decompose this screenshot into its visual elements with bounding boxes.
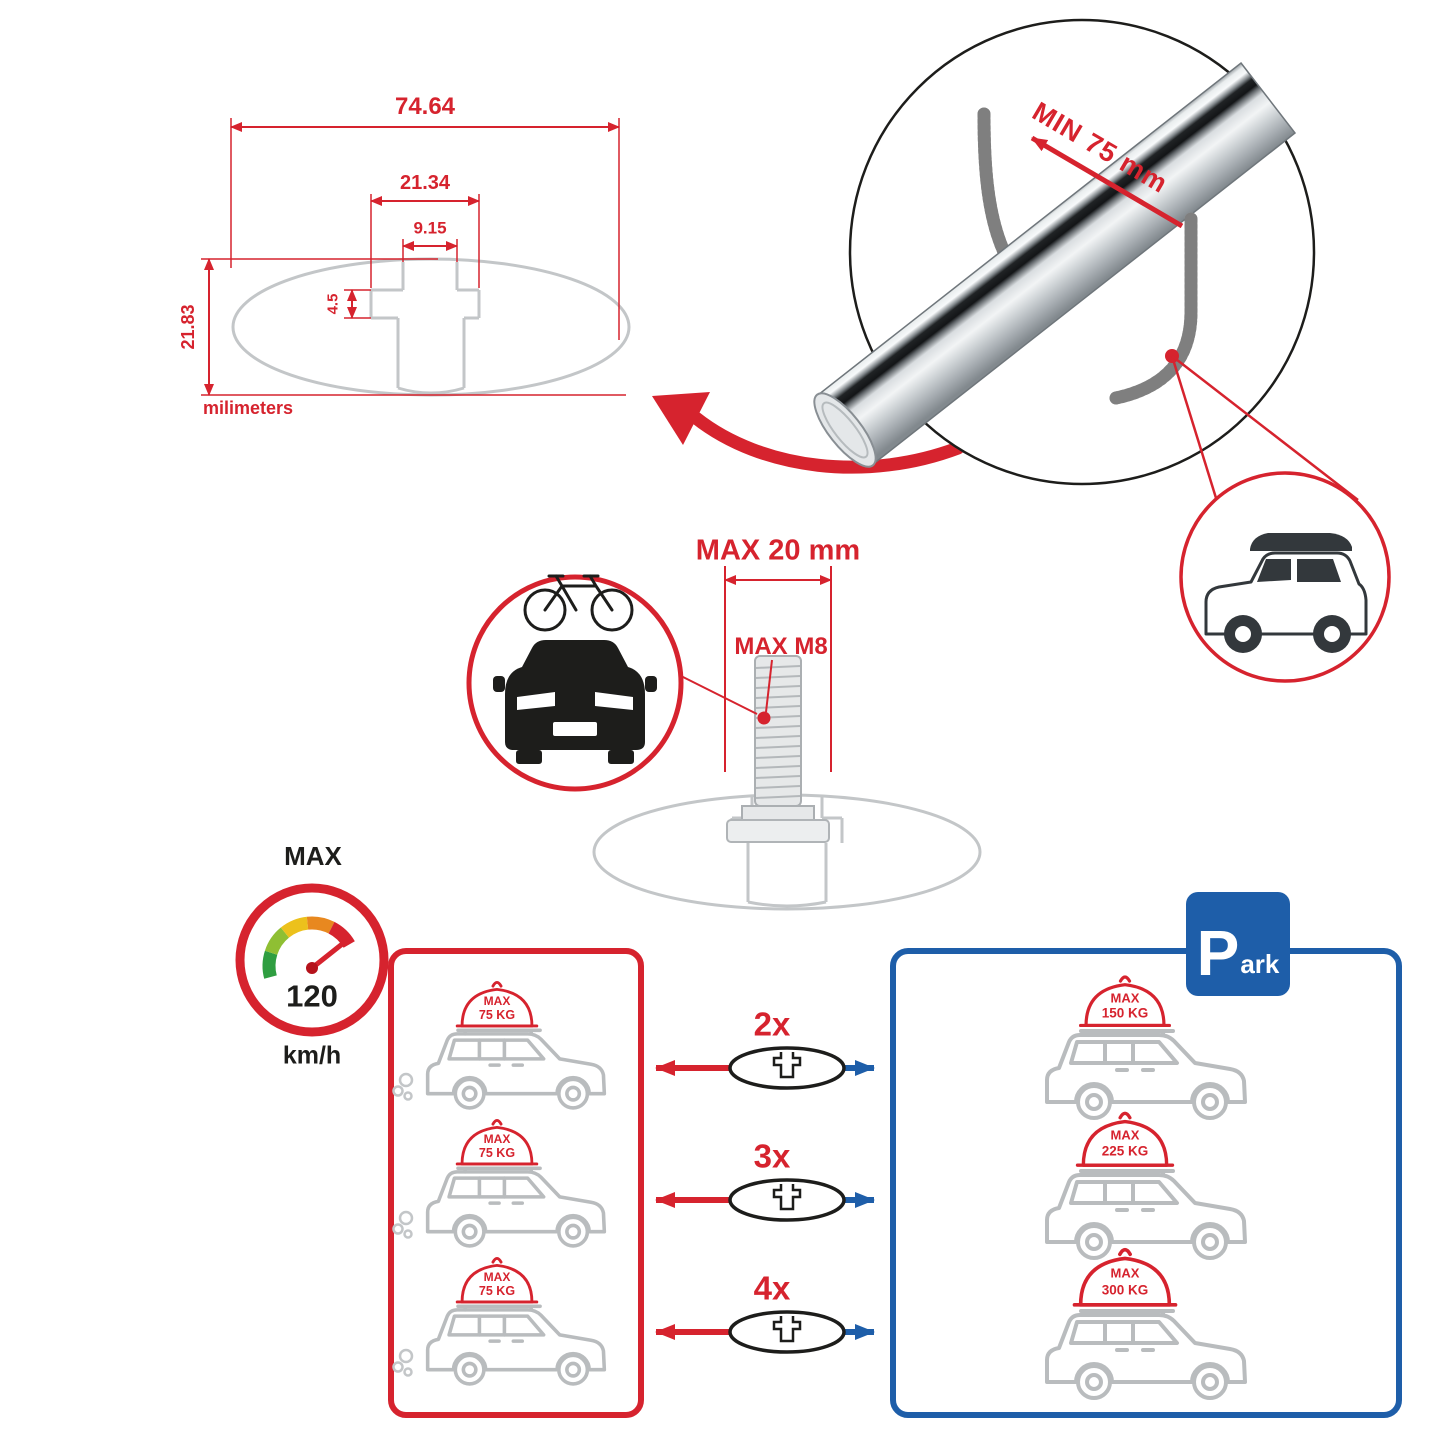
count-label-4x: 4x [753,1269,791,1307]
dim-total-height: 21.83 [178,304,198,350]
exhaust-smoke-icon [392,1072,414,1101]
load-max-label: MAX [1110,1265,1140,1281]
suv-roofbox-circle [1179,471,1391,683]
load-value-label: 75 KG [478,1283,516,1298]
car-bike-circle [466,574,684,792]
parking-panel-cars [1047,975,1245,1398]
bar-to-drawing-arrow [652,392,965,474]
load-max-label: MAX [483,1132,511,1146]
t-bolt-icon [726,655,830,843]
car-icon [425,1166,607,1248]
bolt-callout-dot [757,711,771,725]
load-max-label: MAX [483,1270,511,1284]
callout-connector-lines [1170,355,1359,501]
count-row-4x [655,1310,875,1354]
count-row-3x [655,1178,875,1222]
count-label-3x: 3x [753,1137,791,1175]
speed-max-label: MAX [284,841,342,871]
exhaust-smoke-icon [392,1348,414,1377]
speed-value: 120 [286,978,338,1014]
bolt-diagram [592,566,982,911]
load-value-label: 75 KG [478,1145,516,1160]
car-icon [425,1304,607,1386]
max-depth-label: MAX 20 mm [695,534,861,567]
dim-channel-width: 21.34 [399,172,451,194]
count-label-2x: 2x [753,1005,791,1043]
units-label: milimeters [202,398,294,418]
count-row-2x [655,1046,875,1090]
car-icon [1047,1031,1245,1118]
parking-sign-suffix: ark [1240,949,1280,979]
car-icon [1047,1171,1245,1258]
crossbar-photo [813,18,1359,501]
cross-section-drawing [201,118,631,397]
car-icon [425,1028,607,1110]
suv-roofbox-icon [1204,533,1368,653]
car-icon [1047,1311,1245,1398]
bicycle-icon [523,574,634,632]
dim-slot-depth: 4.5 [324,293,342,315]
dim-slot-width: 9.15 [413,218,447,238]
parking-sign: P ark [1186,892,1290,996]
crossbar-count-rows [655,1046,875,1354]
load-value-label: 225 KG [1101,1143,1149,1159]
aluminum-bar [813,61,1297,468]
max-thread-label: MAX M8 [734,633,828,660]
speed-unit: km/h [282,1041,342,1070]
dim-total-width: 74.64 [394,93,456,120]
load-value-label: 75 KG [478,1007,516,1022]
min-clamp-arrow [1030,135,1184,229]
load-max-label: MAX [483,994,511,1008]
load-max-label: MAX [1110,1127,1140,1143]
parking-sign-letter: P [1196,916,1240,989]
car-front-icon [493,640,657,764]
load-value-label: 150 KG [1101,1005,1149,1021]
speedometer-icon [235,883,389,1037]
load-value-label: 300 KG [1101,1282,1149,1298]
exhaust-smoke-icon [392,1210,414,1239]
load-max-label: MAX [1110,990,1140,1006]
driving-panel-cars [392,980,607,1386]
